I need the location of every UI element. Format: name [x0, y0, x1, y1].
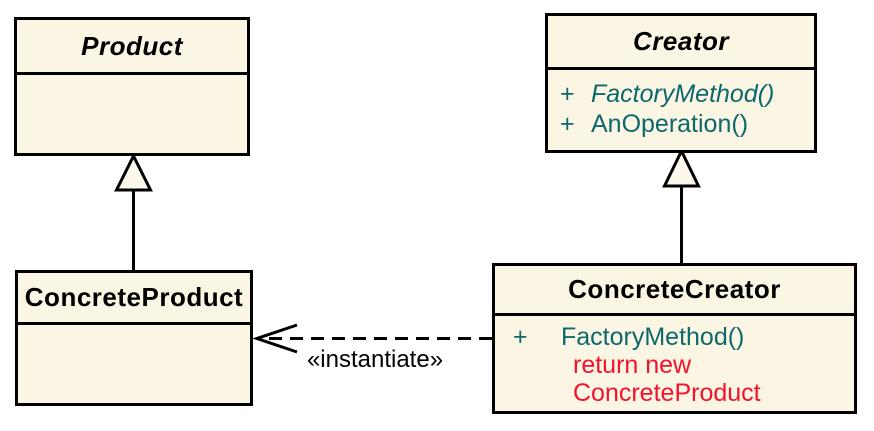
class-title-concrete-product: ConcreteProduct [18, 273, 250, 325]
method-factorymethod-concrete: + FactoryMethod() [495, 323, 854, 351]
generalization-triangle-product [114, 152, 153, 192]
method-label: FactoryMethod() [591, 80, 775, 108]
method-anoperation: + AnOperation() [548, 109, 814, 139]
instantiate-arrowhead-icon [252, 323, 298, 354]
class-box-creator: Creator + FactoryMethod() + AnOperation(… [545, 13, 817, 153]
class-title-product: Product [17, 20, 247, 75]
class-title-concrete-creator: ConcreteCreator [495, 266, 854, 316]
visibility-symbol: + [560, 80, 575, 108]
method-label: AnOperation() [591, 110, 749, 138]
class-title-creator: Creator [548, 16, 814, 70]
pseudocode-note-line-2: ConcreteProduct [573, 379, 761, 407]
pseudocode-note-line-1: return new [573, 351, 692, 379]
class-box-product: Product [14, 17, 250, 156]
class-box-concrete-product: ConcreteProduct [15, 270, 253, 406]
class-body-concrete-creator: + FactoryMethod() return new ConcretePro… [495, 316, 854, 407]
method-label: FactoryMethod() [561, 323, 745, 351]
class-body-creator: + FactoryMethod() + AnOperation() [548, 70, 814, 139]
generalization-triangle-creator [662, 147, 701, 188]
method-factorymethod-abstract: + FactoryMethod() [548, 79, 814, 109]
visibility-symbol: + [513, 323, 528, 351]
instantiate-label: «instantiate» [306, 346, 444, 373]
class-box-concrete-creator: ConcreteCreator + FactoryMethod() return… [492, 263, 857, 414]
visibility-symbol: + [560, 110, 575, 138]
